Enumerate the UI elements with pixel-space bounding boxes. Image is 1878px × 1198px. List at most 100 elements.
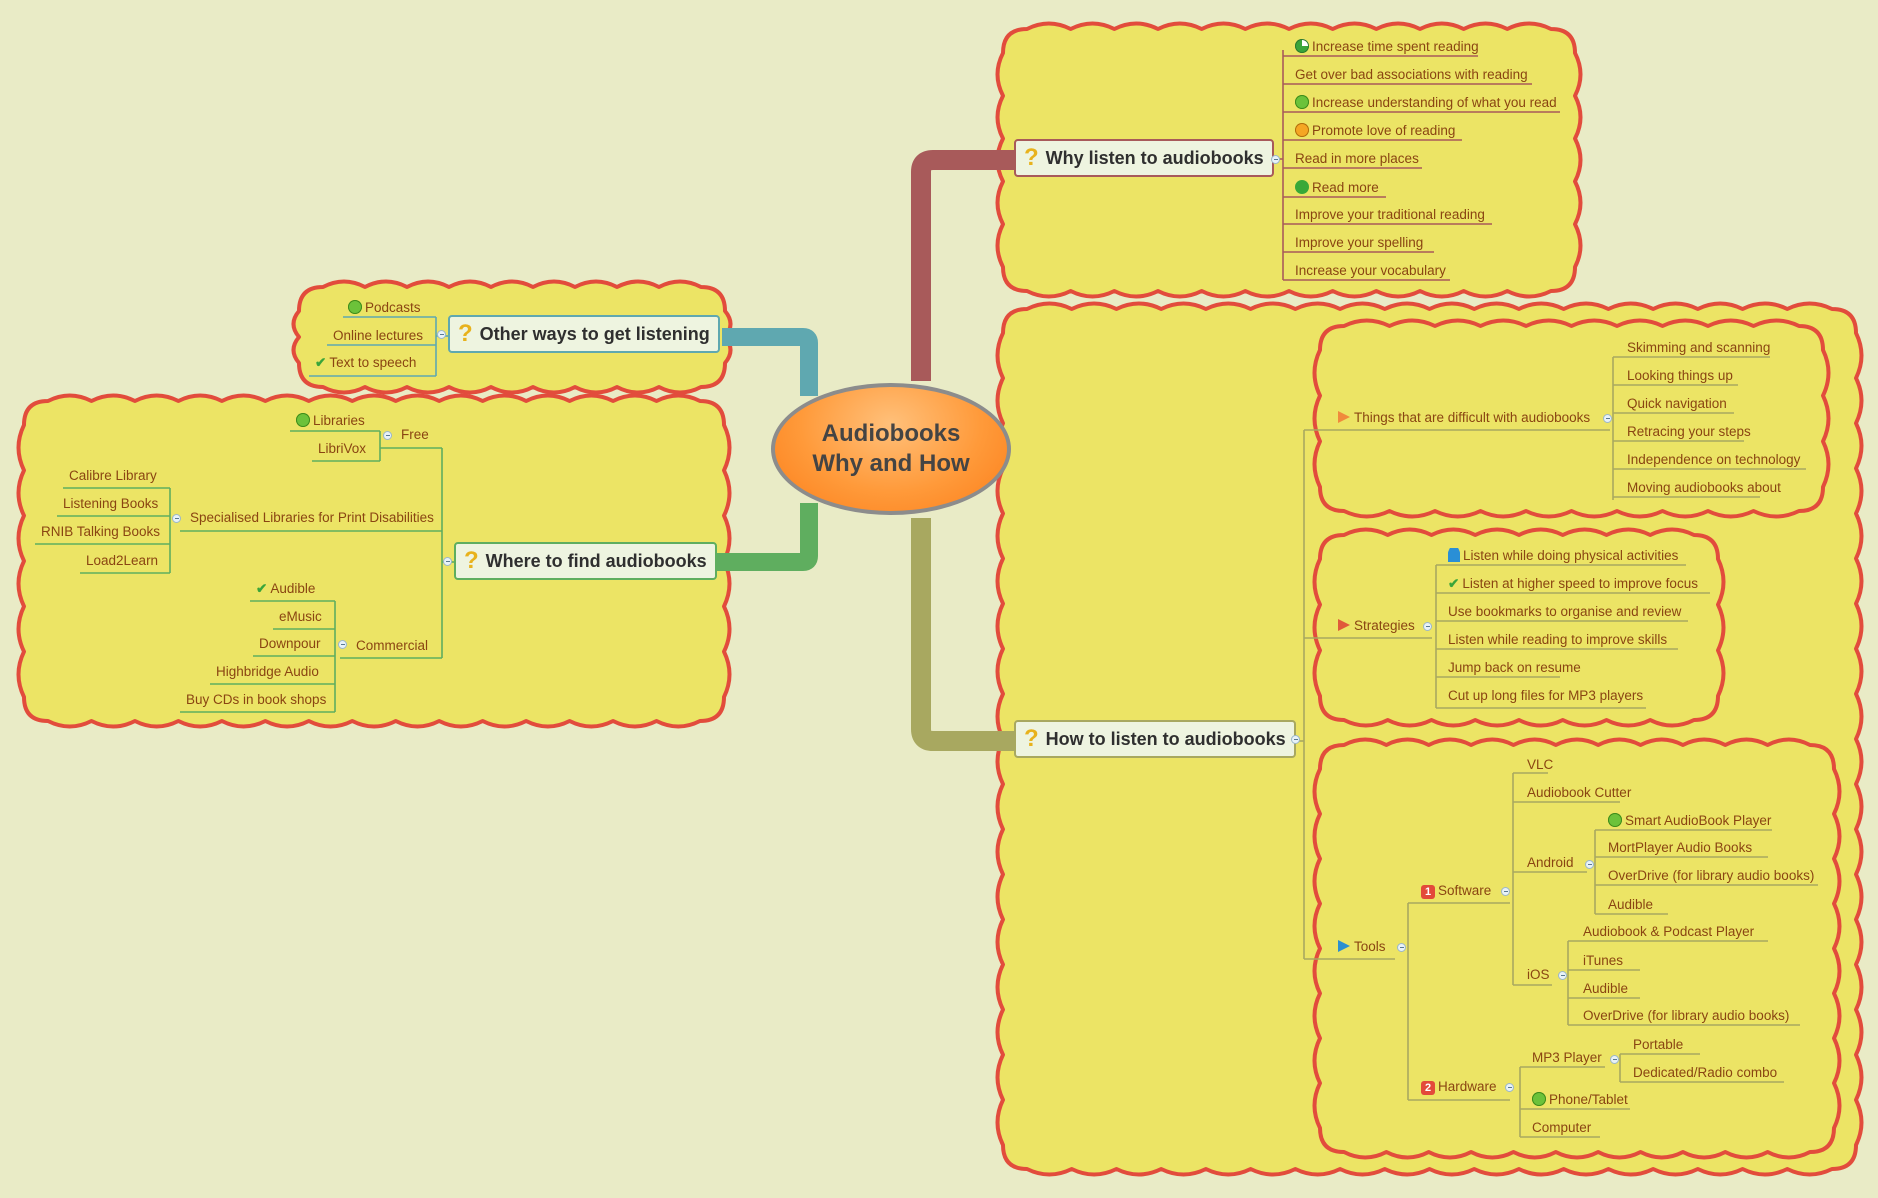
central-topic[interactable]: Audiobooks Why and How — [771, 383, 1011, 515]
software-ios-label[interactable]: iOS — [1527, 967, 1550, 983]
branch-how — [911, 518, 1014, 751]
clock-icon — [1295, 39, 1309, 53]
where-commercial-label[interactable]: Commercial — [356, 638, 428, 654]
check-circle-icon — [1295, 180, 1309, 194]
collapse-toggle[interactable] — [383, 431, 392, 440]
topic-where-to-find[interactable]: ? Where to find audiobooks — [454, 542, 717, 580]
why-item[interactable]: Read more — [1295, 180, 1379, 196]
cloud-why — [995, 21, 1583, 299]
topic-why-listen[interactable]: ? Why listen to audiobooks — [1014, 139, 1274, 177]
collapse-toggle[interactable] — [1291, 735, 1300, 744]
why-item[interactable]: Improve your spelling — [1295, 235, 1423, 251]
topic-other-ways[interactable]: ? Other ways to get listening — [448, 315, 720, 353]
where-specialised-label[interactable]: Specialised Libraries for Print Disabili… — [190, 510, 434, 526]
why-item-label: Increase your vocabulary — [1295, 263, 1446, 278]
why-item[interactable]: Improve your traditional reading — [1295, 207, 1485, 223]
software-item[interactable]: VLC — [1527, 757, 1553, 773]
collapse-toggle[interactable] — [443, 557, 452, 566]
mp3-item[interactable]: Portable — [1633, 1037, 1683, 1053]
collapse-toggle[interactable] — [1271, 155, 1280, 164]
how-strategies-item[interactable]: Listen while doing physical activities — [1448, 548, 1678, 564]
ios-item[interactable]: OverDrive (for library audio books) — [1583, 1008, 1789, 1024]
software-android-label[interactable]: Android — [1527, 855, 1574, 871]
hardware-item[interactable]: Phone/Tablet — [1532, 1092, 1628, 1108]
how-strategies-item[interactable]: Jump back on resume — [1448, 660, 1581, 676]
where-free-item[interactable]: LibriVox — [318, 441, 366, 457]
how-difficult-item[interactable]: Quick navigation — [1627, 396, 1727, 412]
central-topic-line2: Why and How — [812, 450, 970, 477]
where-specialised-item[interactable]: Listening Books — [63, 496, 158, 512]
android-item[interactable]: MortPlayer Audio Books — [1608, 840, 1752, 856]
where-commercial-item-label: Buy CDs in book shops — [186, 692, 327, 707]
android-item[interactable]: Audible — [1608, 897, 1653, 913]
question-icon: ? — [1024, 144, 1039, 171]
priority-1-icon: 1 — [1421, 885, 1435, 899]
collapse-toggle[interactable] — [1585, 860, 1594, 869]
collapse-toggle[interactable] — [1423, 622, 1432, 631]
collapse-toggle[interactable] — [1558, 971, 1567, 980]
how-strategies-label[interactable]: Strategies — [1338, 618, 1415, 634]
collapse-toggle[interactable] — [1397, 943, 1406, 952]
where-specialised-item[interactable]: RNIB Talking Books — [41, 524, 160, 540]
collapse-toggle[interactable] — [437, 330, 446, 339]
hardware-item[interactable]: Computer — [1532, 1120, 1591, 1136]
other-item[interactable]: Online lectures — [333, 328, 423, 344]
other-item[interactable]: ✔Text to speech — [315, 355, 416, 371]
android-item[interactable]: Smart AudioBook Player — [1608, 813, 1771, 829]
collapse-toggle[interactable] — [1610, 1055, 1619, 1064]
other-item[interactable]: Podcasts — [348, 300, 421, 316]
collapse-toggle[interactable] — [1505, 1083, 1514, 1092]
mp3-item-label: Dedicated/Radio combo — [1633, 1065, 1778, 1080]
how-difficult-item-label: Skimming and scanning — [1627, 340, 1771, 355]
smiley-icon — [296, 413, 310, 427]
why-item[interactable]: Promote love of reading — [1295, 123, 1455, 139]
other-item-label: Podcasts — [365, 300, 421, 315]
how-strategies-item[interactable]: ✔Listen at higher speed to improve focus — [1448, 576, 1698, 592]
label-text: Android — [1527, 855, 1574, 870]
software-item[interactable]: Audiobook Cutter — [1527, 785, 1631, 801]
android-item[interactable]: OverDrive (for library audio books) — [1608, 868, 1814, 884]
why-item[interactable]: Get over bad associations with reading — [1295, 67, 1528, 83]
ios-item[interactable]: Audiobook & Podcast Player — [1583, 924, 1754, 940]
where-free-label[interactable]: Free — [401, 427, 429, 443]
where-commercial-item[interactable]: Highbridge Audio — [216, 664, 319, 680]
how-difficult-item[interactable]: Skimming and scanning — [1627, 340, 1770, 356]
ios-item[interactable]: iTunes — [1583, 953, 1623, 969]
how-difficult-item[interactable]: Looking things up — [1627, 368, 1733, 384]
why-item[interactable]: Increase time spent reading — [1295, 39, 1479, 55]
cloud-strategies — [1312, 527, 1726, 728]
how-strategies-item[interactable]: Use bookmarks to organise and review — [1448, 604, 1681, 620]
why-item[interactable]: Increase understanding of what you read — [1295, 95, 1557, 111]
collapse-toggle[interactable] — [1603, 414, 1612, 423]
ios-item[interactable]: Audible — [1583, 981, 1628, 997]
hardware-mp3-label[interactable]: MP3 Player — [1532, 1050, 1602, 1066]
why-item[interactable]: Read in more places — [1295, 151, 1419, 167]
smiley-icon — [348, 300, 362, 314]
where-free-item[interactable]: Libraries — [296, 413, 365, 429]
collapse-toggle[interactable] — [1501, 887, 1510, 896]
how-difficult-item[interactable]: Moving audiobooks about — [1627, 480, 1781, 496]
how-strategies-item-label: Listen at higher speed to improve focus — [1462, 576, 1698, 591]
where-commercial-item[interactable]: eMusic — [279, 609, 322, 625]
collapse-toggle[interactable] — [338, 640, 347, 649]
where-specialised-item[interactable]: Calibre Library — [69, 468, 157, 484]
how-difficult-item-label: Moving audiobooks about — [1627, 480, 1781, 495]
where-commercial-item[interactable]: ✔Audible — [256, 581, 315, 597]
why-item[interactable]: Increase your vocabulary — [1295, 263, 1446, 279]
branch-where — [712, 503, 818, 571]
where-commercial-item[interactable]: Downpour — [259, 636, 321, 652]
how-difficult-item[interactable]: Retracing your steps — [1627, 424, 1751, 440]
where-commercial-item[interactable]: Buy CDs in book shops — [186, 692, 326, 708]
how-strategies-item[interactable]: Listen while reading to improve skills — [1448, 632, 1667, 648]
how-strategies-item[interactable]: Cut up long files for MP3 players — [1448, 688, 1643, 704]
how-difficult-item-label: Quick navigation — [1627, 396, 1727, 411]
how-difficult-label[interactable]: Things that are difficult with audiobook… — [1338, 410, 1590, 426]
topic-how-to-listen[interactable]: ? How to listen to audiobooks — [1014, 720, 1296, 758]
how-difficult-item[interactable]: Independence on technology — [1627, 452, 1800, 468]
mp3-item[interactable]: Dedicated/Radio combo — [1633, 1065, 1777, 1081]
collapse-toggle[interactable] — [172, 514, 181, 523]
where-specialised-item[interactable]: Load2Learn — [86, 553, 158, 569]
how-tools-label[interactable]: Tools — [1338, 939, 1386, 955]
